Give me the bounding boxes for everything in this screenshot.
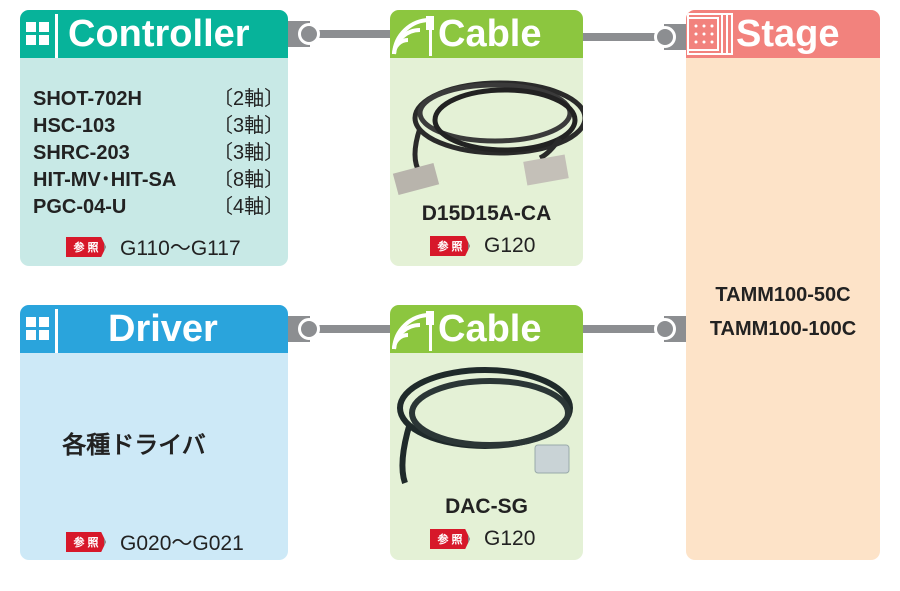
reference-pages: G120 [484, 234, 536, 257]
list-item: SHRC-203〔3軸〕 [33, 142, 285, 164]
list-item: HSC-103〔3軸〕 [33, 115, 285, 137]
reference-tag: 参 照 [430, 529, 470, 549]
cable-icon [392, 16, 434, 56]
stage-panel: Stage TAMM100-50C TAMM100-100C [686, 10, 880, 560]
reference[interactable]: 参 照 G110〜G117 [66, 232, 241, 262]
list-item: HIT-MV･HIT-SA〔8軸〕 [33, 169, 285, 191]
reference[interactable]: 参 照 G120 [430, 527, 535, 551]
reference[interactable]: 参 照 G120 [430, 234, 535, 258]
list-item: SHOT-702H〔2軸〕 [33, 88, 285, 110]
grid-icon [26, 309, 58, 353]
cable-name: D15D15A-CA [421, 202, 552, 225]
stage-title: Stage [736, 12, 840, 55]
connector-dot [654, 318, 676, 340]
controller-header: Controller [20, 10, 288, 58]
driver-panel: Driver 各種ドライバ 参 照 G020〜G021 [20, 305, 288, 560]
stage-model: TAMM100-100C [709, 318, 857, 340]
stage-icon [687, 13, 733, 55]
reference-tag: 参 照 [430, 236, 470, 256]
driver-header: Driver [20, 305, 288, 353]
connector-dot [298, 23, 320, 45]
connector-dot [298, 318, 320, 340]
connector-line [300, 30, 395, 38]
connector-line [580, 33, 680, 41]
cable-panel-1: Cable D15D15A-CA 参 照 G120 [390, 10, 583, 266]
controller-title: Controller [68, 12, 250, 55]
reference-tag: 参 照 [66, 237, 106, 257]
list-item: PGC-04-U〔4軸〕 [33, 196, 285, 218]
reference-tag: 参 照 [66, 532, 106, 552]
driver-text: 各種ドライバ [62, 432, 206, 459]
cable-panel-2: Cable DAC-SG 参 照 G120 [390, 305, 583, 560]
stage-header: Stage [686, 10, 880, 58]
connector-line [300, 325, 395, 333]
controller-list: SHOT-702H〔2軸〕 HSC-103〔3軸〕 SHRC-203〔3軸〕 H… [33, 86, 284, 221]
cable-image [397, 367, 573, 484]
cable-name: DAC-SG [445, 495, 528, 518]
cable-title: Cable [438, 307, 542, 350]
cable-title: Cable [438, 12, 542, 55]
connector-line [580, 325, 680, 333]
reference-pages: G110〜G117 [120, 237, 241, 260]
cable-header: Cable [390, 305, 583, 353]
cable-header: Cable [390, 10, 583, 58]
stage-model: TAMM100-50C [715, 284, 851, 306]
driver-title: Driver [108, 307, 218, 350]
controller-panel: Controller SHOT-702H〔2軸〕 HSC-103〔3軸〕 SHR… [20, 10, 288, 266]
cable-image [392, 80, 583, 196]
reference[interactable]: 参 照 G020〜G021 [66, 527, 244, 557]
cable-icon [392, 311, 434, 351]
reference-pages: G120 [484, 527, 536, 550]
stage-models: TAMM100-50C TAMM100-100C [686, 278, 880, 346]
reference-pages: G020〜G021 [120, 532, 244, 555]
grid-icon [26, 14, 58, 58]
connector-dot [654, 26, 676, 48]
